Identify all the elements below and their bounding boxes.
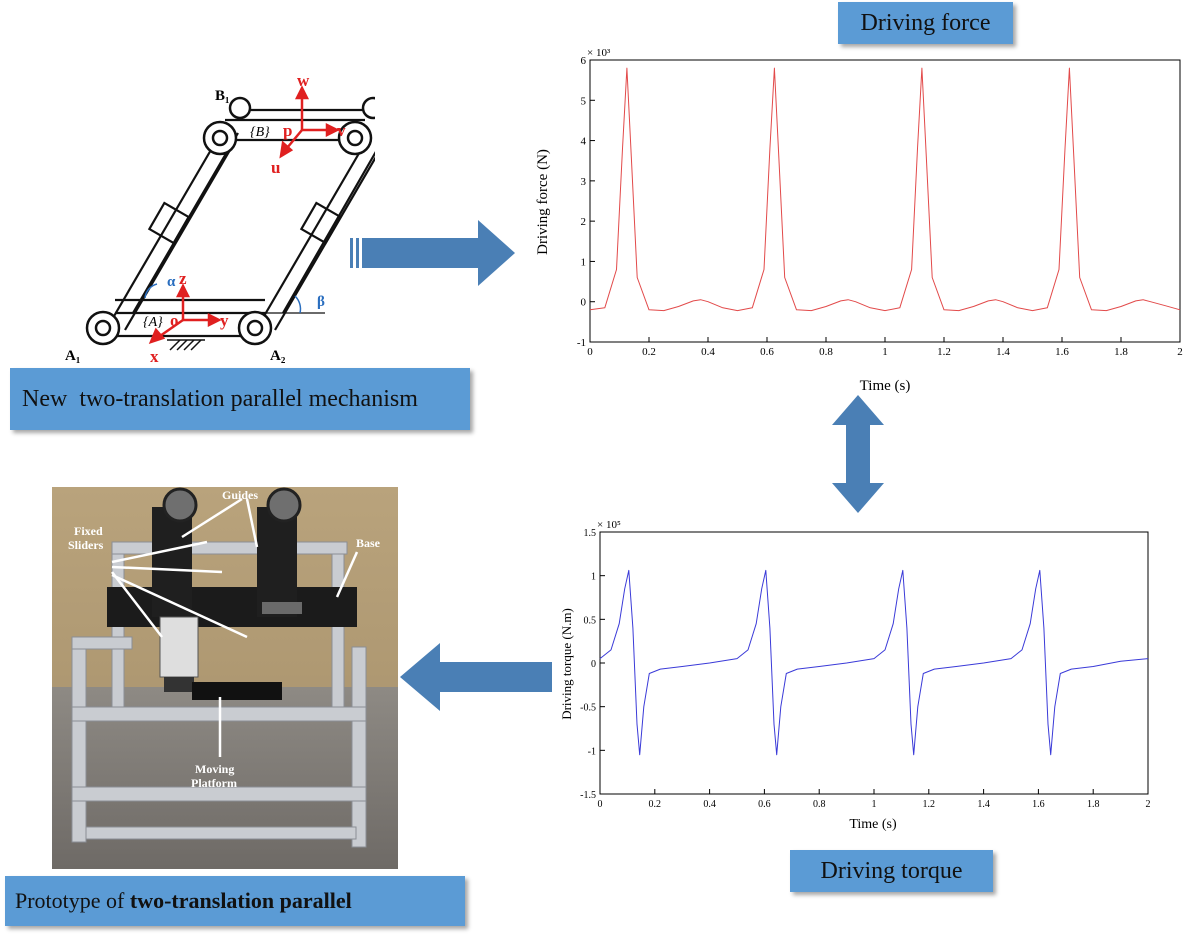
torque-xtick-label: 0 [598,799,603,810]
force-xtick-label: 0 [587,346,593,358]
driving-torque-chart: 0 0.2 0.4 0.6 0.8 1 1.2 1.4 1.6 1.8 2 -1.5 -1 -0.5 0 0.… [559,519,1151,832]
arrow-vertical-double [832,395,884,513]
torque-xtick-label: 0.8 [813,799,826,810]
torque-chart-multiplier: × 10⁵ [597,519,621,531]
photo-label-moving: Moving [195,762,234,776]
torque-ytick-label: 0.5 [584,615,597,626]
force-ytick-label: -1 [577,337,586,349]
torque-ytick-label: -1.5 [580,790,596,801]
axis-label-o: o [170,311,179,330]
force-xtick-label: 1.4 [996,346,1010,358]
label-mechanism: New two-translation parallel mechanism [10,368,470,430]
photo-label-platform: Platform [191,776,237,790]
force-xtick-label: 0.8 [819,346,833,358]
photo-label-guides: Guides [222,488,258,502]
label-driving-force: Driving force [838,2,1013,44]
force-xtick-label: 0.4 [701,346,715,358]
axis-label-u: u [271,158,280,177]
torque-ytick-label: 0 [591,659,596,670]
force-ytick-label: 2 [581,216,587,228]
force-ytick-label: 4 [581,136,587,148]
force-xtick-label: 2 [1177,346,1183,358]
photo-label-base: Base [356,536,381,550]
photo-label-fixed: Fixed [74,524,103,538]
torque-plot-frame [599,531,1149,795]
torque-xtick-label: 1 [872,799,877,810]
force-plot-frame [589,59,1181,343]
photo-label-sliders: Sliders [68,538,104,552]
axis-label-y: y [220,311,229,330]
torque-ytick-label: 1.5 [584,528,597,539]
torque-ytick-label: -1 [588,746,596,757]
force-chart-ylabel: Driving force (N) [535,149,551,255]
axis-label-w: w [297,71,310,90]
joint-label-b1: B₁ [215,88,230,104]
torque-series-line [599,569,1149,756]
torque-chart-ylabel: Driving torque (N.m) [559,608,574,720]
joint-label-a1: A₁ [65,348,80,364]
torque-xtick-label: 0.6 [758,799,771,810]
mechanism-diagram: B₁ B₂ A₁ A₂ {B} {A} w p v u z o y x α β [65,71,375,366]
force-xtick-label: 1.6 [1055,346,1069,358]
torque-xtick-label: 1.2 [923,799,936,810]
axis-label-z: z [179,269,187,288]
axis-label-p: p [283,121,292,140]
joint-label-a2: A₂ [270,348,286,364]
force-xtick-label: 0.6 [760,346,774,358]
torque-xtick-label: 0.4 [703,799,716,810]
force-ytick-label: 1 [581,256,587,268]
force-ytick-label: 0 [581,297,587,309]
axis-label-v: v [337,121,346,140]
force-chart-xlabel: Time (s) [860,378,911,394]
torque-xtick-label: 1.4 [977,799,990,810]
force-xtick-label: 1.8 [1114,346,1128,358]
label-prototype-prefix: Prototype of [15,888,130,913]
force-ytick-label: 5 [581,95,587,107]
arrow-left [400,643,552,711]
prototype-photo: Guides Fixed Sliders Base Moving Platfor… [52,487,398,869]
label-mechanism-text: New two-translation parallel mechanism [22,385,418,412]
frame-label-b: {B} [250,125,270,140]
prototype-photo-drawing: Guides Fixed Sliders Base Moving Platfor… [52,487,398,869]
force-xtick-label: 1 [882,346,888,358]
label-prototype: Prototype of two-translation parallel [5,876,465,926]
axis-label-x: x [150,347,159,366]
torque-xtick-label: 1.6 [1032,799,1045,810]
label-prototype-bold: two-translation parallel [129,888,352,913]
label-driving-force-text: Driving force [860,9,991,36]
arrow-right [350,220,515,286]
label-driving-torque-text: Driving torque [820,857,963,884]
force-xtick-label: 0.2 [642,346,656,358]
torque-ytick-label: -0.5 [580,703,596,714]
angle-label-beta: β [317,294,325,310]
label-driving-torque: Driving torque [790,850,993,892]
torque-xtick-label: 1.8 [1087,799,1100,810]
force-ytick-label: 6 [581,55,587,67]
frame-label-a: {A} [143,315,163,330]
force-series-line [589,67,1181,312]
torque-ytick-label: 1 [591,572,596,583]
torque-xtick-label: 2 [1146,799,1151,810]
torque-chart-xlabel: Time (s) [849,817,897,832]
force-chart-multiplier: × 10³ [587,47,611,59]
torque-xtick-label: 0.2 [649,799,662,810]
force-xtick-label: 1.2 [937,346,951,358]
angle-label-alpha: α [167,274,176,290]
force-ytick-label: 3 [581,176,587,188]
